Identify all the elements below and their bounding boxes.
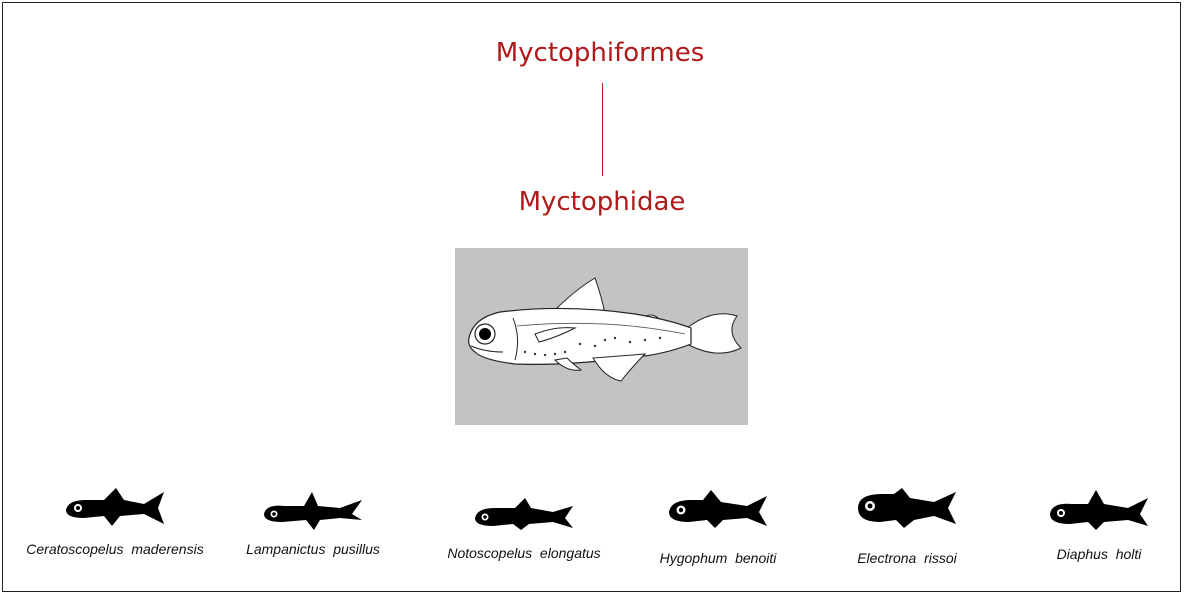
species-label: Electrona rissoi [807,550,1007,566]
species-item: Electrona rissoi [807,486,1007,566]
species-item: Lampanictus pusillus [213,486,413,566]
species-label: Hygophum benoiti [618,550,818,566]
lanternfish-drawing [455,248,748,425]
species-item: Diaphus holti [999,486,1185,566]
ceratoscopelus-silhouette [60,486,170,530]
species-item: Hygophum benoiti [618,486,818,566]
species-label: Diaphus holti [999,546,1185,562]
electrona-silhouette [852,486,962,530]
species-label: Ceratoscopelus maderensis [15,541,215,557]
species-item: Ceratoscopelus maderensis [15,486,215,566]
notoscopelus-silhouette [469,486,579,530]
species-item: Notoscopelus elongatus [424,486,624,566]
myctophid-illustration [455,248,748,425]
diaphus-silhouette [1044,486,1154,530]
taxonomy-connector-line [602,83,603,176]
hygophum-silhouette [663,486,773,530]
lampanictus-silhouette [258,486,368,530]
species-label: Lampanictus pusillus [213,541,413,557]
order-title: Myctophiformes [0,38,1185,68]
species-label: Notoscopelus elongatus [424,545,624,561]
family-title: Myctophidae [0,187,1185,217]
